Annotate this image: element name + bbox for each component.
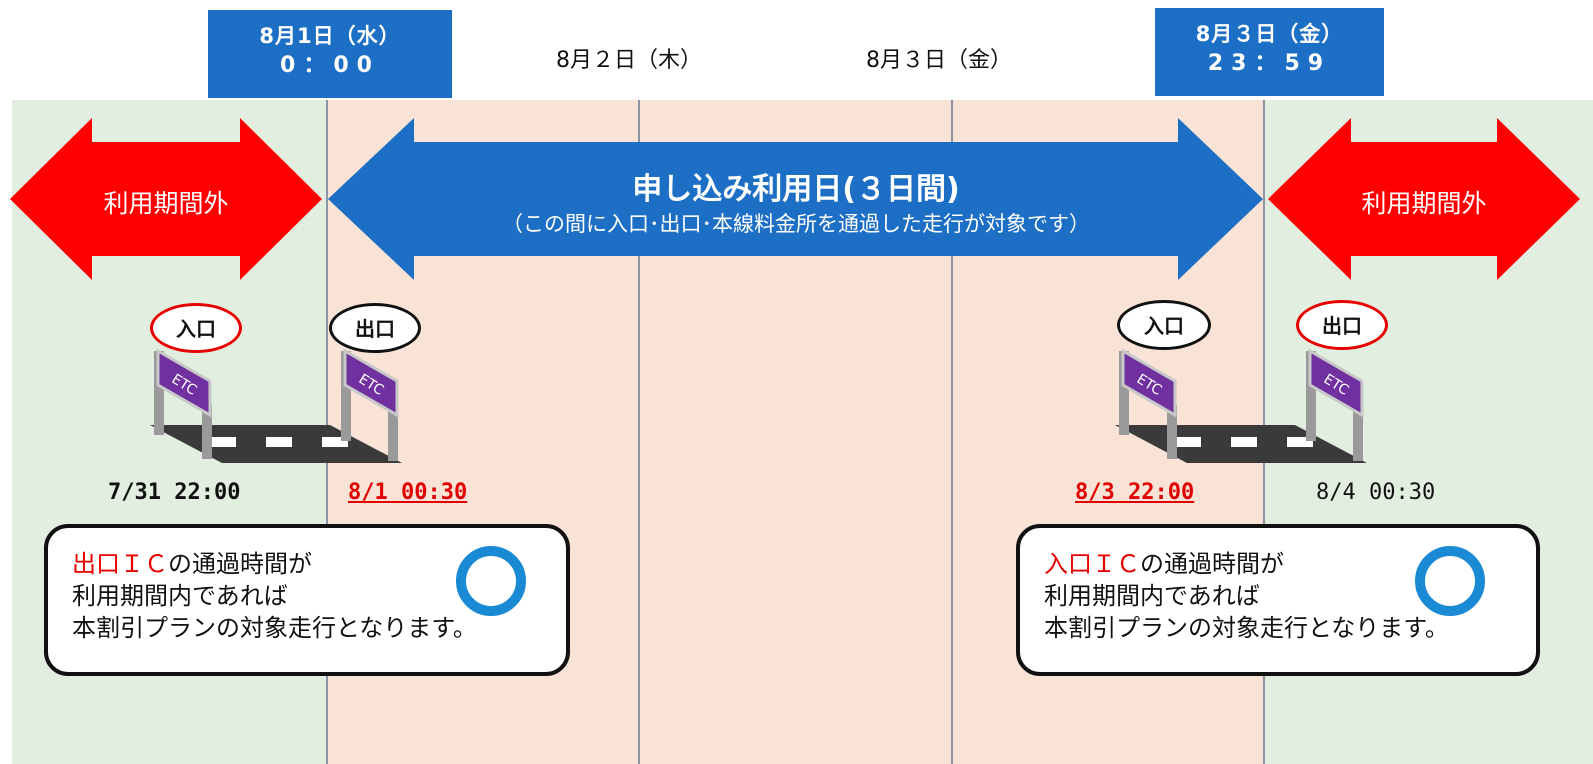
card-text: 利用期間内であれば (72, 582, 288, 610)
card-text: の通過時間が (168, 550, 312, 578)
main-period-arrow (328, 118, 1263, 280)
card-text: の通過時間が (1140, 550, 1284, 578)
ok-circle-icon (456, 546, 526, 616)
etc-gate-icon: ETC ETC (150, 348, 402, 463)
exit-label: 出口 (1296, 300, 1388, 350)
end-date: 8月３日（金） (1195, 22, 1344, 46)
start-datetime-tag: 8月1日（水） 0：00 (208, 10, 452, 98)
card-highlight: 入口ＩＣ (1044, 550, 1140, 578)
day2-label: 8月２日（木） (556, 48, 702, 73)
entrance-label: 入口 (150, 303, 242, 353)
ok-circle-icon (1415, 546, 1485, 616)
start-time: 0：00 (280, 53, 380, 78)
divider-line (951, 100, 953, 764)
main-period-subtitle: （この間に入口･出口･本線料金所を通過した走行が対象です） (502, 212, 1090, 236)
outside-arrow-left (10, 118, 322, 280)
card-text: 本割引プランの対象走行となります。 (72, 614, 477, 642)
pass-time-highlight: 8/1 00:30 (348, 480, 468, 505)
exit-label: 出口 (329, 303, 421, 353)
arrows-layer (10, 118, 1580, 280)
main-period-title: 申し込み利用日(３日間) (632, 172, 960, 207)
pass-time: 7/31 22:00 (108, 480, 241, 505)
pass-time-highlight: 8/3 22:00 (1075, 480, 1195, 505)
end-datetime-tag: 8月３日（金） 23：59 (1155, 8, 1384, 96)
divider-line (638, 100, 640, 764)
card-text: 利用期間内であれば (1044, 582, 1260, 610)
outside-right-label: 利用期間外 (1361, 189, 1487, 218)
etc-gate-icon: ETC ETC (1115, 348, 1367, 463)
start-date: 8月1日（水） (259, 24, 401, 48)
outside-arrow-right (1268, 118, 1580, 280)
entrance-label: 入口 (1117, 300, 1211, 350)
card-text: 本割引プランの対象走行となります。 (1044, 614, 1449, 642)
card-highlight: 出口ＩＣ (72, 550, 168, 578)
day3-label: 8月３日（金） (866, 48, 1012, 73)
outside-left-label: 利用期間外 (103, 189, 229, 218)
pass-time: 8/4 00:30 (1316, 480, 1436, 505)
end-time: 23：59 (1207, 51, 1332, 76)
